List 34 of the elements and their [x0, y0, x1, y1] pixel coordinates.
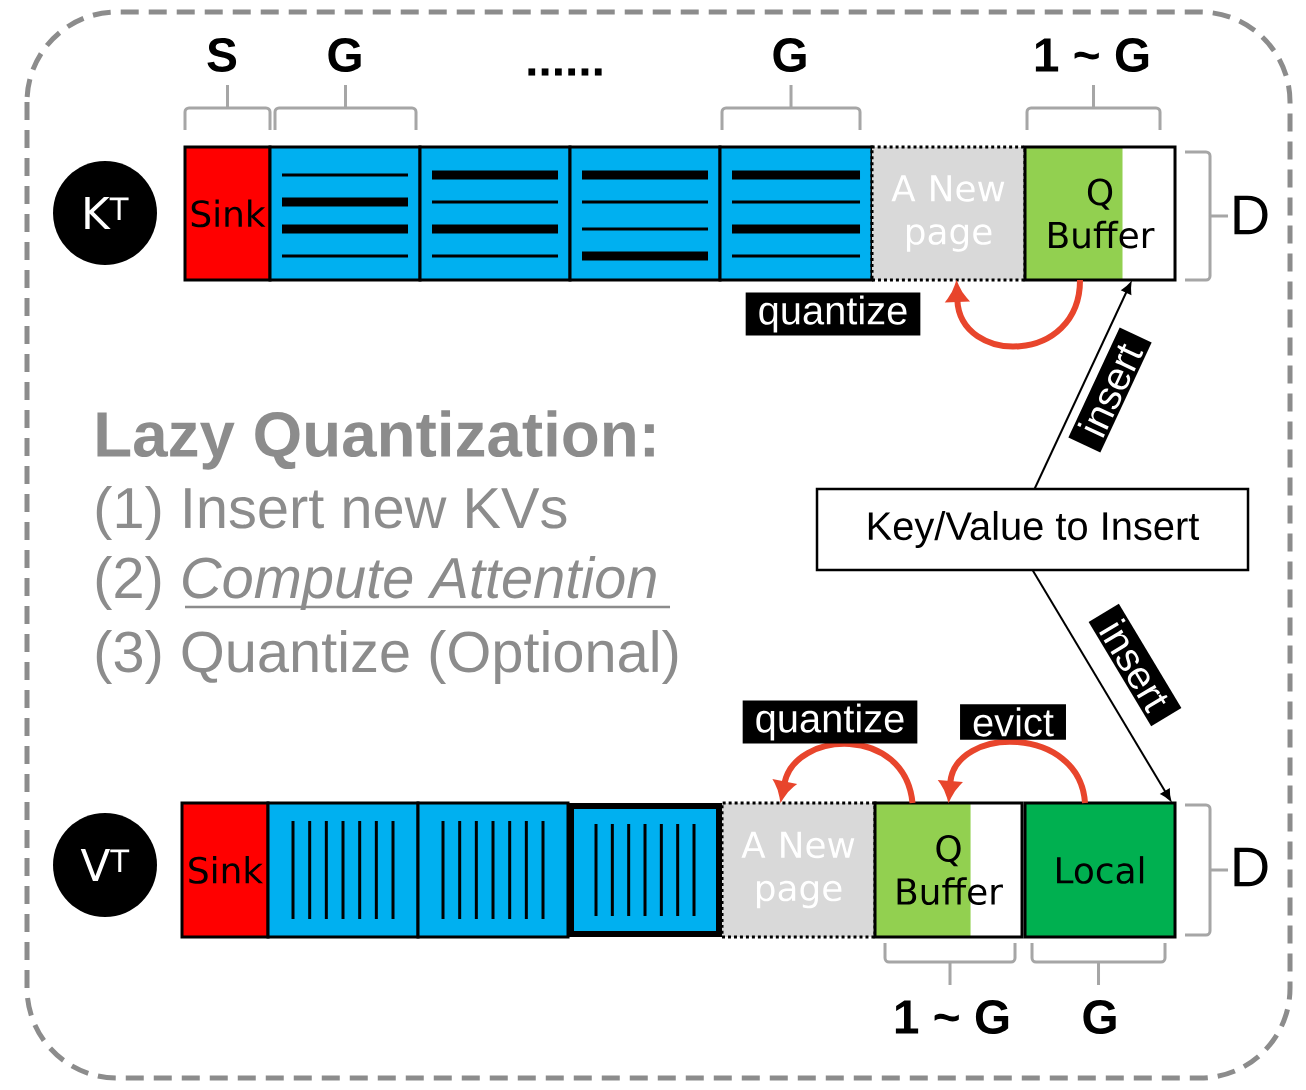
value-page-block [416, 801, 570, 939]
heading: Lazy Quantization: [97, 410, 654, 470]
bracket-label: S [207, 38, 237, 72]
matrix-badge: V$^{T}$ [53, 813, 157, 917]
arrow [940, 739, 1088, 804]
arrow [1031, 569, 1172, 801]
arrow [1033, 282, 1132, 490]
process-box: Key/Value to Insert [815, 487, 1250, 572]
local-block: Local [1023, 801, 1177, 939]
bracket-label: 1 ~ G [1035, 38, 1149, 72]
list-item: (2) Compute Attention [96, 556, 670, 610]
ellipsis: ...... [528, 68, 602, 76]
value-page-block [266, 801, 420, 939]
key-page-block [718, 145, 874, 282]
list-item: (3) Quantize (Optional) [96, 630, 678, 684]
sink-block: Sink [183, 145, 272, 282]
sink-block: Sink [180, 801, 270, 939]
dimension-label: D [1234, 195, 1268, 235]
edge-label: insert [1068, 327, 1152, 453]
bracket-label: G [328, 38, 361, 72]
key-page-block [268, 145, 422, 282]
edge-label: quantize [745, 292, 921, 336]
key-page-block [568, 145, 722, 282]
edge-label: quantize [742, 700, 918, 744]
arrow [947, 279, 1083, 350]
bracket-label: G [1083, 1000, 1116, 1034]
edge-label: evict [960, 704, 1066, 740]
key-page-block [418, 145, 572, 282]
dimension-label: D [1234, 847, 1268, 887]
bracket-label: G [773, 38, 806, 72]
bracket-label: 1 ~ G [895, 1000, 1009, 1034]
matrix-badge: K$^{T}$ [53, 161, 157, 265]
list-item: (1) Insert new KVs [96, 486, 567, 540]
value-page-block [568, 803, 722, 937]
